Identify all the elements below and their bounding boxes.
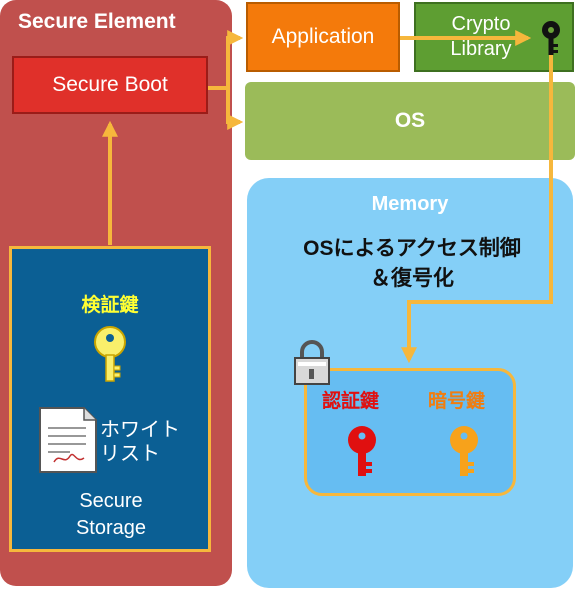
secure-storage-label: Secure Storage — [40, 488, 182, 542]
os-access-control-line1: OSによるアクセス制御 — [303, 237, 521, 260]
secure-storage-label-line1: Secure — [79, 490, 143, 512]
secure-storage-label-line2: Storage — [75, 517, 147, 539]
yellow-key-icon — [94, 326, 126, 382]
orange-key-icon — [450, 426, 478, 476]
key-container-box — [304, 368, 516, 496]
arrow-boot-to-application — [208, 30, 244, 90]
os-access-control-line2: ＆復号化 — [370, 267, 454, 290]
black-key-icon — [542, 21, 560, 55]
arrow-boot-to-os — [226, 88, 244, 130]
secure-element-title: Secure Element — [18, 10, 176, 33]
red-key-icon — [348, 426, 376, 476]
auth-key-label: 認証鍵 — [322, 391, 380, 412]
whitelist-label: ホワイト リスト — [100, 418, 180, 466]
whitelist-label-line1: ホワイト — [100, 419, 180, 441]
os-access-control-label: OSによるアクセス制御 ＆復号化 — [262, 234, 562, 294]
application-box: Application — [246, 2, 400, 72]
crypt-key-label: 暗号鍵 — [428, 391, 486, 412]
whitelist-document-icon — [39, 407, 97, 473]
secure-storage-box — [9, 246, 211, 552]
lock-icon — [294, 340, 330, 385]
secure-boot-box: Secure Boot — [12, 56, 208, 114]
crypto-library-line1: Crypto — [451, 13, 511, 35]
whitelist-label-line2: リスト — [100, 443, 160, 465]
os-box: OS — [245, 82, 575, 160]
memory-title: Memory — [371, 193, 449, 215]
verify-key-label: 検証鍵 — [81, 295, 139, 316]
arrow-crypto-to-memory — [401, 50, 553, 364]
crypto-library-line2: Library — [450, 38, 512, 60]
